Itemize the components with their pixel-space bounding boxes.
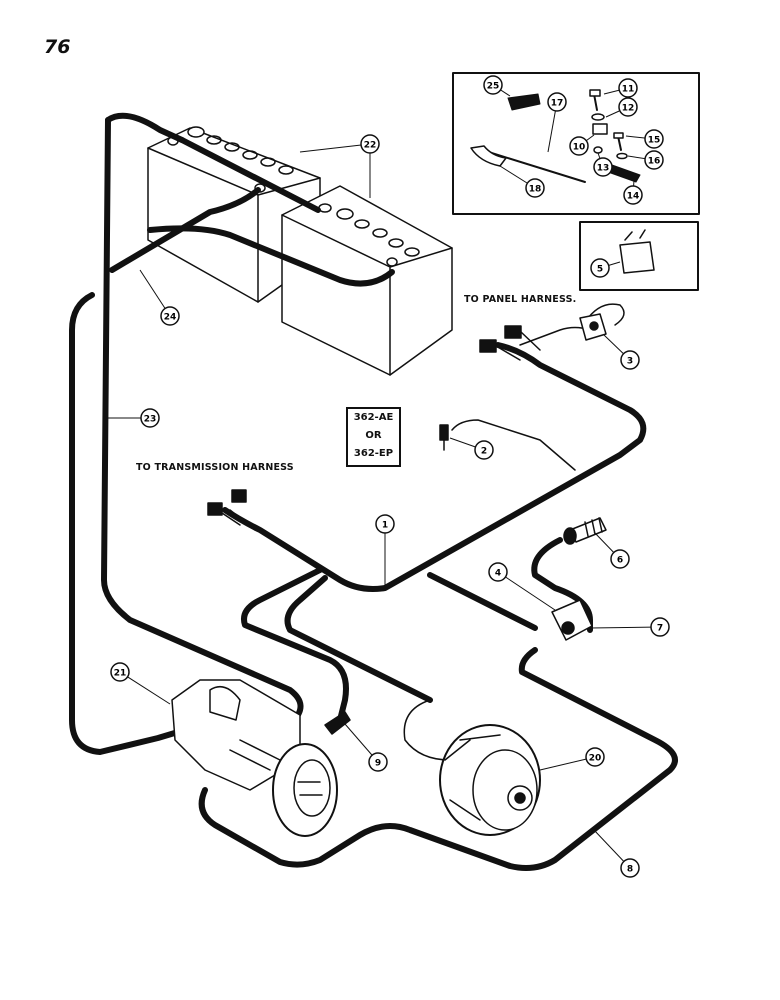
svg-text:11: 11 [622,85,635,95]
svg-text:12: 12 [622,104,635,114]
svg-text:20: 20 [589,754,602,764]
svg-text:24: 24 [164,313,177,323]
callout-4: 4 [488,562,508,582]
callout-21: 21 [110,662,130,682]
callout-2: 2 [474,440,494,460]
callout-18: 18 [525,178,545,198]
svg-text:8: 8 [627,865,633,875]
callout-14: 14 [623,185,643,205]
svg-text:4: 4 [495,569,501,579]
switch-3 [579,313,607,341]
svg-text:6: 6 [617,556,623,566]
callout-10: 10 [569,136,589,156]
callout-25: 25 [483,75,503,95]
panel-connectors [479,325,541,361]
page-number: 76 [44,36,71,58]
callout-3: 3 [620,350,640,370]
svg-text:3: 3 [627,357,633,367]
callout-20: 20 [585,747,605,767]
alternator-20 [439,724,541,836]
callout-15: 15 [644,129,664,149]
svg-text:14: 14 [627,192,640,202]
thin-wires [209,303,625,761]
svg-text:17: 17 [551,99,564,109]
sender-6 [563,517,607,545]
callout-6: 6 [610,549,630,569]
to-transmission-harness-note: TO TRANSMISSION HARNESS [136,462,294,473]
battery-cables [69,112,395,755]
svg-text:22: 22 [364,141,377,151]
callout-8: 8 [620,858,640,878]
switch-4 [551,599,593,641]
callout-13: 13 [593,157,613,177]
transmission-connectors [207,489,247,516]
model-line-2: OR [365,430,382,441]
svg-text:15: 15 [648,136,661,146]
svg-text:7: 7 [657,624,663,634]
svg-text:5: 5 [597,265,603,275]
callout-22: 22 [360,134,380,154]
callout-12: 12 [618,97,638,117]
callout-17: 17 [547,92,567,112]
svg-text:9: 9 [375,759,381,769]
svg-text:21: 21 [114,669,127,679]
svg-text:1: 1 [382,521,388,531]
svg-text:23: 23 [144,415,157,425]
svg-text:13: 13 [597,164,610,174]
callout-1: 1 [375,514,395,534]
starter-21 [171,679,338,837]
svg-text:18: 18 [529,185,542,195]
bolt-9 [324,711,351,735]
callout-23: 23 [140,408,160,428]
callout-24: 24 [160,306,180,326]
model-label-box: 362-AE OR 362-EP [346,407,401,467]
callout-11: 11 [618,78,638,98]
svg-text:10: 10 [573,143,586,153]
callout-16: 16 [644,150,664,170]
to-panel-harness-note: TO PANEL HARNESS. [464,294,577,305]
callout-7: 7 [650,617,670,637]
inset-relay-box [579,221,699,291]
sender-2 [439,424,449,451]
svg-text:16: 16 [648,157,661,167]
callouts: 1 2 3 4 5 6 7 8 9 10 11 12 13 14 15 16 1… [110,75,670,878]
callout-5: 5 [590,258,610,278]
model-line-1: 362-AE [353,412,394,423]
callout-9: 9 [368,752,388,772]
svg-text:2: 2 [481,447,487,457]
main-wiring-harness [198,342,678,871]
model-line-3: 362-EP [353,448,394,459]
svg-text:25: 25 [487,82,500,92]
